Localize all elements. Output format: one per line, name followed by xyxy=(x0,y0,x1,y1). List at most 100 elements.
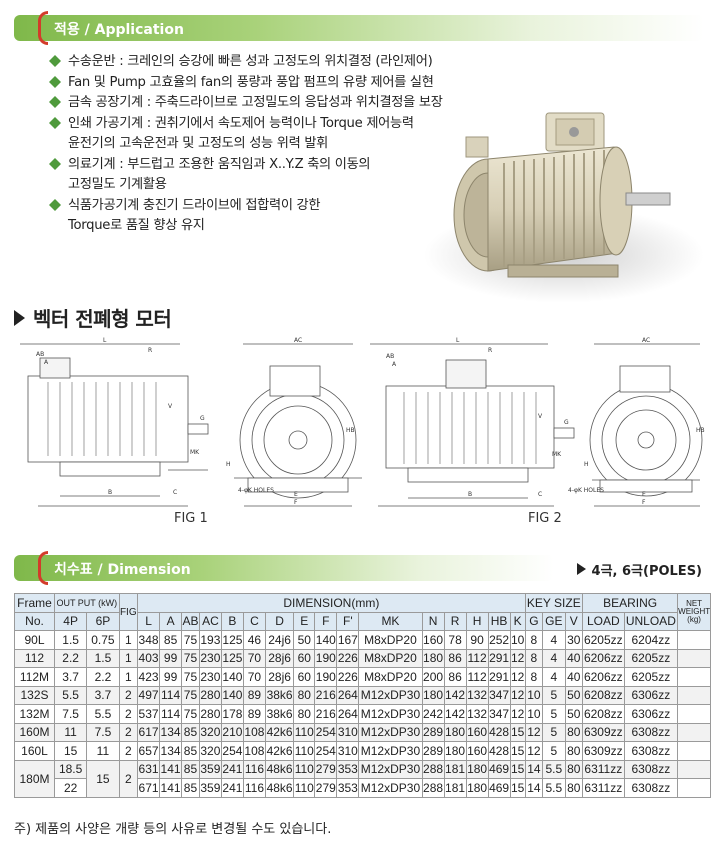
table-cell: 288 xyxy=(421,759,445,779)
svg-text:F: F xyxy=(642,499,646,506)
table-cell: 180 xyxy=(465,759,489,779)
table-cell: 80 xyxy=(293,685,316,705)
table-cell: 160 xyxy=(465,722,489,742)
table-cell: 254 xyxy=(314,741,338,761)
table-cell: 216 xyxy=(314,704,338,724)
table-cell: 6205zz xyxy=(582,630,625,650)
table-cell: 5.5 xyxy=(86,704,120,724)
diamond-bullet-icon xyxy=(48,157,62,170)
table-cell: 116 xyxy=(242,759,266,779)
table-cell: 6309zz xyxy=(582,722,625,742)
svg-text:B: B xyxy=(108,489,112,496)
header-no: No. xyxy=(14,611,55,631)
table-cell: 15 xyxy=(509,759,526,779)
table-cell: 280 xyxy=(198,685,222,705)
table-cell: 132 xyxy=(465,704,489,724)
svg-text:H: H xyxy=(584,461,589,468)
table-cell: M12xDP30 xyxy=(358,741,423,761)
table-cell: 310 xyxy=(336,741,360,761)
table-cell: 5.5 xyxy=(542,759,566,779)
table-cell: 15 xyxy=(53,741,88,761)
table-cell: 241 xyxy=(220,759,244,779)
application-title: 적용 / Application xyxy=(54,22,184,38)
header-key-size: KEY SIZE xyxy=(524,593,584,613)
table-cell: 5.5 xyxy=(53,685,88,705)
table-cell: 200 xyxy=(421,667,445,687)
header-col: L xyxy=(137,611,161,631)
table-cell: 6308zz xyxy=(623,778,679,798)
table-cell: 10 xyxy=(524,704,544,724)
fig1-label: FIG 1 xyxy=(174,511,208,526)
header-key-col: V xyxy=(564,611,584,631)
table-cell: 5.5 xyxy=(542,778,566,798)
table-cell: 132S xyxy=(14,685,55,705)
table-cell: 42k6 xyxy=(264,722,295,742)
svg-text:A: A xyxy=(392,361,397,368)
header-col: D xyxy=(264,611,295,631)
header-bearing-col: LOAD xyxy=(582,611,625,631)
header-col: F xyxy=(314,611,338,631)
table-cell: 142 xyxy=(443,685,467,705)
table-cell: 6206zz xyxy=(582,648,625,668)
table-cell: 15 xyxy=(86,759,120,798)
table-cell: 85 xyxy=(181,778,200,798)
table-cell: 291 xyxy=(487,667,511,687)
table-cell: 40 xyxy=(564,667,584,687)
header-col: AB xyxy=(181,611,200,631)
svg-text:G: G xyxy=(564,419,569,426)
table-cell: 403 xyxy=(137,648,161,668)
table-cell: 160M xyxy=(14,722,55,742)
table-cell: 85 xyxy=(181,722,200,742)
table-cell: 320 xyxy=(198,741,222,761)
table-cell: 469 xyxy=(487,759,511,779)
table-cell: 48k6 xyxy=(264,778,295,798)
svg-text:MK: MK xyxy=(190,449,200,456)
table-cell: 11 xyxy=(53,722,88,742)
section-hook-icon xyxy=(38,551,48,585)
table-cell: 86 xyxy=(443,667,467,687)
table-cell: 289 xyxy=(421,722,445,742)
application-item-line: Fan 및 Pump 고효율의 fan의 풍량과 풍압 펌프의 유량 제어를 실… xyxy=(68,74,434,90)
table-cell: 142 xyxy=(443,704,467,724)
table-cell: 134 xyxy=(159,741,183,761)
table-cell: 6308zz xyxy=(623,759,679,779)
table-cell: 254 xyxy=(314,722,338,742)
triangle-bullet-icon xyxy=(14,310,25,326)
header-bearing-col: UNLOAD xyxy=(623,611,679,631)
table-cell: 180 xyxy=(465,778,489,798)
table-cell: 6311zz xyxy=(582,759,625,779)
table-cell: 110 xyxy=(293,741,316,761)
table-cell: 180 xyxy=(443,722,467,742)
header-col: AC xyxy=(198,611,222,631)
table-cell: 3.7 xyxy=(86,685,120,705)
triangle-bullet-icon xyxy=(576,563,586,575)
header-col: A xyxy=(159,611,183,631)
table-cell: 497 xyxy=(137,685,161,705)
table-cell: 6208zz xyxy=(582,704,625,724)
table-cell: 2 xyxy=(118,759,139,798)
application-list: 수송운반 : 크레인의 승강에 빠른 성과 고정도의 위치결정 (라인제어)Fa… xyxy=(48,52,518,237)
header-col: R xyxy=(443,611,467,631)
table-cell: 80 xyxy=(564,741,584,761)
table-cell: 132M xyxy=(14,704,55,724)
fig1-side-view xyxy=(20,343,209,507)
table-cell: 8 xyxy=(524,667,544,687)
table-cell: 5 xyxy=(542,685,566,705)
table-cell: M8xDP20 xyxy=(358,630,423,650)
table-cell: M8xDP20 xyxy=(358,667,423,687)
table-cell: 99 xyxy=(159,648,183,668)
dimension-table: Frame OUT PUT (kW) FIG DIMENSION(mm) KEY… xyxy=(14,593,711,798)
section-hook-icon xyxy=(38,11,48,45)
motor-heading: 벡터 전폐형 모터 xyxy=(14,303,172,332)
table-cell: 80 xyxy=(564,759,584,779)
table-cell: 85 xyxy=(181,759,200,779)
svg-text:HB: HB xyxy=(346,427,355,434)
table-cell: 132 xyxy=(465,685,489,705)
table-cell: 42k6 xyxy=(264,741,295,761)
application-item: 수송운반 : 크레인의 승강에 빠른 성과 고정도의 위치결정 (라인제어) xyxy=(48,52,518,73)
table-cell: 141 xyxy=(159,778,183,798)
